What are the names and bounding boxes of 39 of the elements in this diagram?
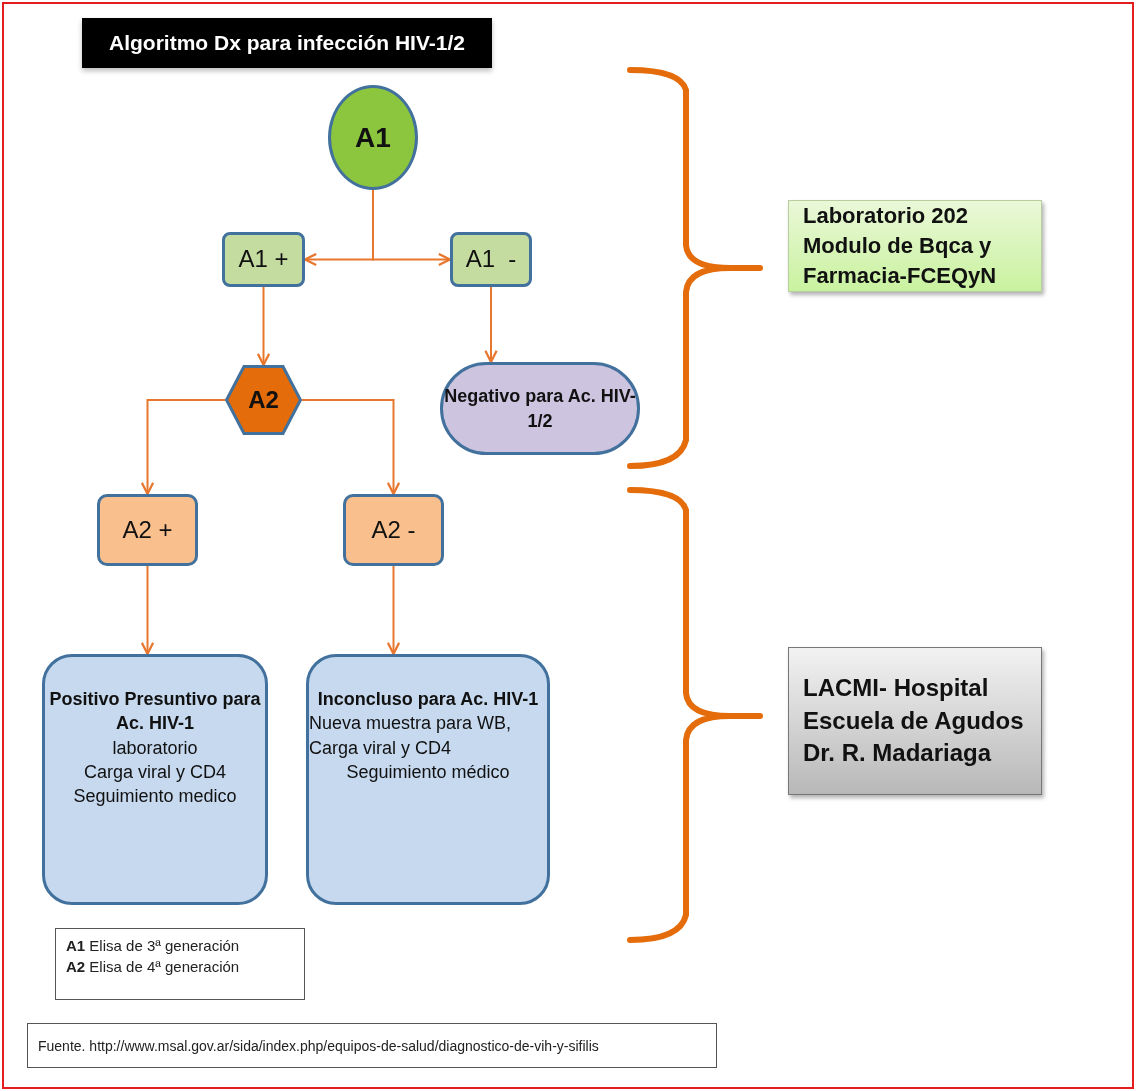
- node-text: Inconcluso para Ac. HIV-1: [317, 688, 539, 711]
- arrow: [386, 565, 401, 656]
- node-text: Modulo de Bqca y: [803, 232, 992, 261]
- node-text: Negativo para Ac. HIV-1/2: [443, 385, 637, 433]
- node-text: Farmacia-FCEQyN: [803, 261, 997, 290]
- arrow: [372, 189, 452, 267]
- node-text: LACMI- Hospital: [803, 673, 989, 704]
- arrow: [484, 286, 498, 364]
- outcome-card: [42, 654, 268, 905]
- node-text: A2 -: [371, 514, 416, 545]
- node-text: Seguimiento medico: [73, 785, 237, 809]
- arrow: [140, 565, 155, 656]
- node-text: Laboratorio 202: [803, 202, 969, 231]
- arrow: [301, 399, 401, 496]
- result-box: [450, 232, 532, 287]
- arrow: [256, 286, 271, 367]
- node-text: A2 +: [122, 514, 173, 545]
- result-box: [222, 232, 305, 287]
- node-text: A1 -: [465, 244, 517, 275]
- lab-box: [788, 200, 1042, 292]
- title-banner: Algoritmo Dx para infección HIV-1/2: [82, 18, 492, 68]
- node-text: Seguimiento médico: [346, 760, 510, 784]
- node-text: Nueva muestra para WB, Carga viral y CD4: [309, 712, 513, 760]
- arrow: [140, 399, 226, 496]
- key-entry: A2 Elisa de 4ª generación: [66, 958, 241, 975]
- node-text: Carga viral y CD4: [83, 760, 226, 784]
- node-text: laboratorio: [112, 736, 198, 760]
- result-box: [97, 494, 198, 566]
- outcome-card: [306, 654, 550, 905]
- node-text: A1 +: [238, 244, 289, 275]
- key-entry: A1 Elisa de 3ª generación: [66, 937, 241, 954]
- hospital-box: [788, 647, 1042, 795]
- result-box: [343, 494, 444, 566]
- node-text: A2: [248, 384, 279, 415]
- node-text: Escuela de Agudos: [803, 705, 1024, 736]
- node-text: Dr. R. Madariaga: [803, 738, 992, 769]
- source-note: Fuente. http://www.msal.gov.ar/sida/index.php/equipos-de-salud/diagnostico-de-vih-y-sifilis: [27, 1023, 717, 1068]
- test-hexagon: [225, 365, 302, 435]
- node-text: A1: [355, 120, 391, 155]
